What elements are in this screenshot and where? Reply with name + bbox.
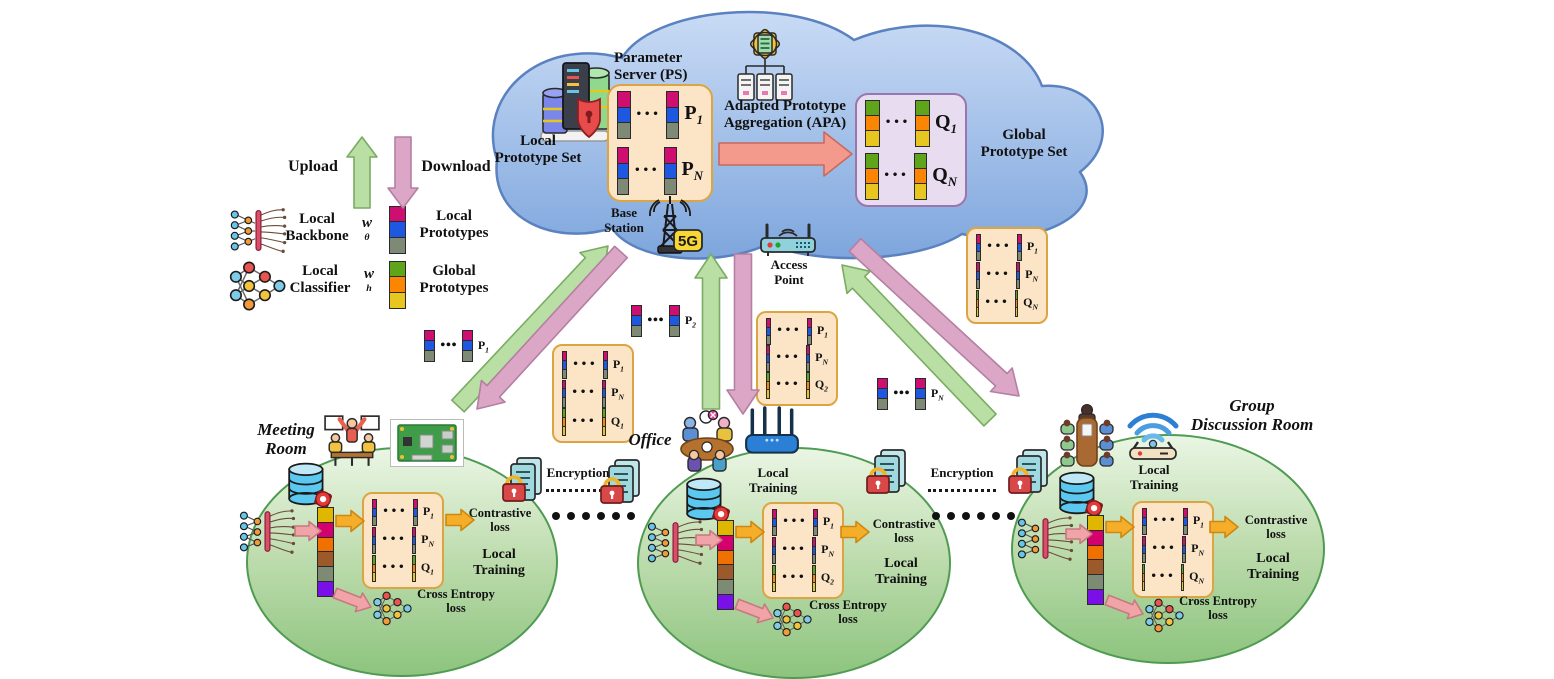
prototype-row: ••• QN — [865, 153, 957, 200]
prototype-row: ••• PN — [617, 147, 703, 195]
encryption-lock-icon — [1008, 449, 1048, 494]
local-classifier-icon — [1145, 598, 1184, 633]
download-label: Download — [421, 158, 491, 175]
transfer-box-3: •••P1 •••PN •••QN — [966, 227, 1048, 324]
database-gear-icon — [288, 462, 332, 508]
encryption-dotted-line — [928, 489, 996, 492]
cloud-local-prototype-box: ••• P1 ••• PN — [607, 84, 713, 202]
office-prototype-box: •••P1 •••PN •••Q2 — [762, 502, 844, 599]
local-backbone-icon — [230, 208, 287, 253]
encryption-lock-icon — [502, 457, 542, 502]
local-classifier-icon — [229, 261, 286, 311]
global-prototypes-swatch — [389, 261, 406, 309]
local-backbone-icon — [239, 509, 296, 554]
encryption-lock-icon — [600, 459, 640, 504]
upload-label: Upload — [288, 158, 338, 175]
local-backbone-icon — [1017, 516, 1074, 561]
encryption-label: Encryption — [546, 465, 610, 480]
transfer-box-2: •••P1 •••PN •••Q2 — [756, 311, 838, 406]
wifi-router-icon — [1127, 412, 1179, 460]
local-backbone-icon — [647, 520, 704, 565]
floating-prototype-p2: ••• P2 — [631, 305, 696, 337]
feature-embedding-column — [1087, 515, 1104, 605]
meeting-room-prototype-box: •••P1 •••PN •••Q1 — [362, 492, 444, 589]
gear-servers-icon — [737, 28, 793, 101]
base-station-icon: 5G — [649, 196, 703, 254]
parameter-server-icon — [540, 62, 610, 142]
database-gear-icon — [686, 477, 730, 523]
office-label: Office — [628, 430, 672, 449]
encryption-lock-icon — [866, 449, 906, 494]
meeting-people-icon — [324, 415, 380, 466]
more-clients-dots — [932, 512, 1015, 520]
encryption-label: Encryption — [930, 465, 994, 480]
encryption-dotted-line — [546, 489, 608, 492]
group-table-icon — [1060, 403, 1114, 467]
raspberry-pi-icon — [390, 419, 464, 467]
svg-text:5G: 5G — [678, 233, 698, 250]
office-people-icon — [680, 409, 734, 472]
database-gear-icon — [1059, 471, 1103, 517]
local-classifier-icon — [373, 591, 412, 626]
local-prototypes-swatch — [389, 206, 406, 254]
feature-embedding-column — [317, 507, 334, 597]
feature-embedding-column — [717, 520, 734, 610]
access-point-icon — [760, 223, 816, 256]
more-clients-dots — [552, 512, 635, 520]
floating-prototype-p1: ••• P1 — [424, 330, 489, 362]
office-router-icon — [745, 406, 799, 454]
cloud-global-prototype-box: ••• Q1 ••• QN — [855, 93, 967, 207]
transfer-box-1: •••P1 •••PN •••Q1 — [552, 344, 634, 443]
floating-prototype-pn: ••• PN — [877, 378, 944, 410]
prototype-row: ••• P1 — [617, 91, 703, 139]
group-room-prototype-box: •••P1 •••PN •••QN — [1132, 501, 1214, 598]
prototype-row: ••• Q1 — [865, 100, 957, 147]
local-classifier-icon — [773, 602, 812, 637]
